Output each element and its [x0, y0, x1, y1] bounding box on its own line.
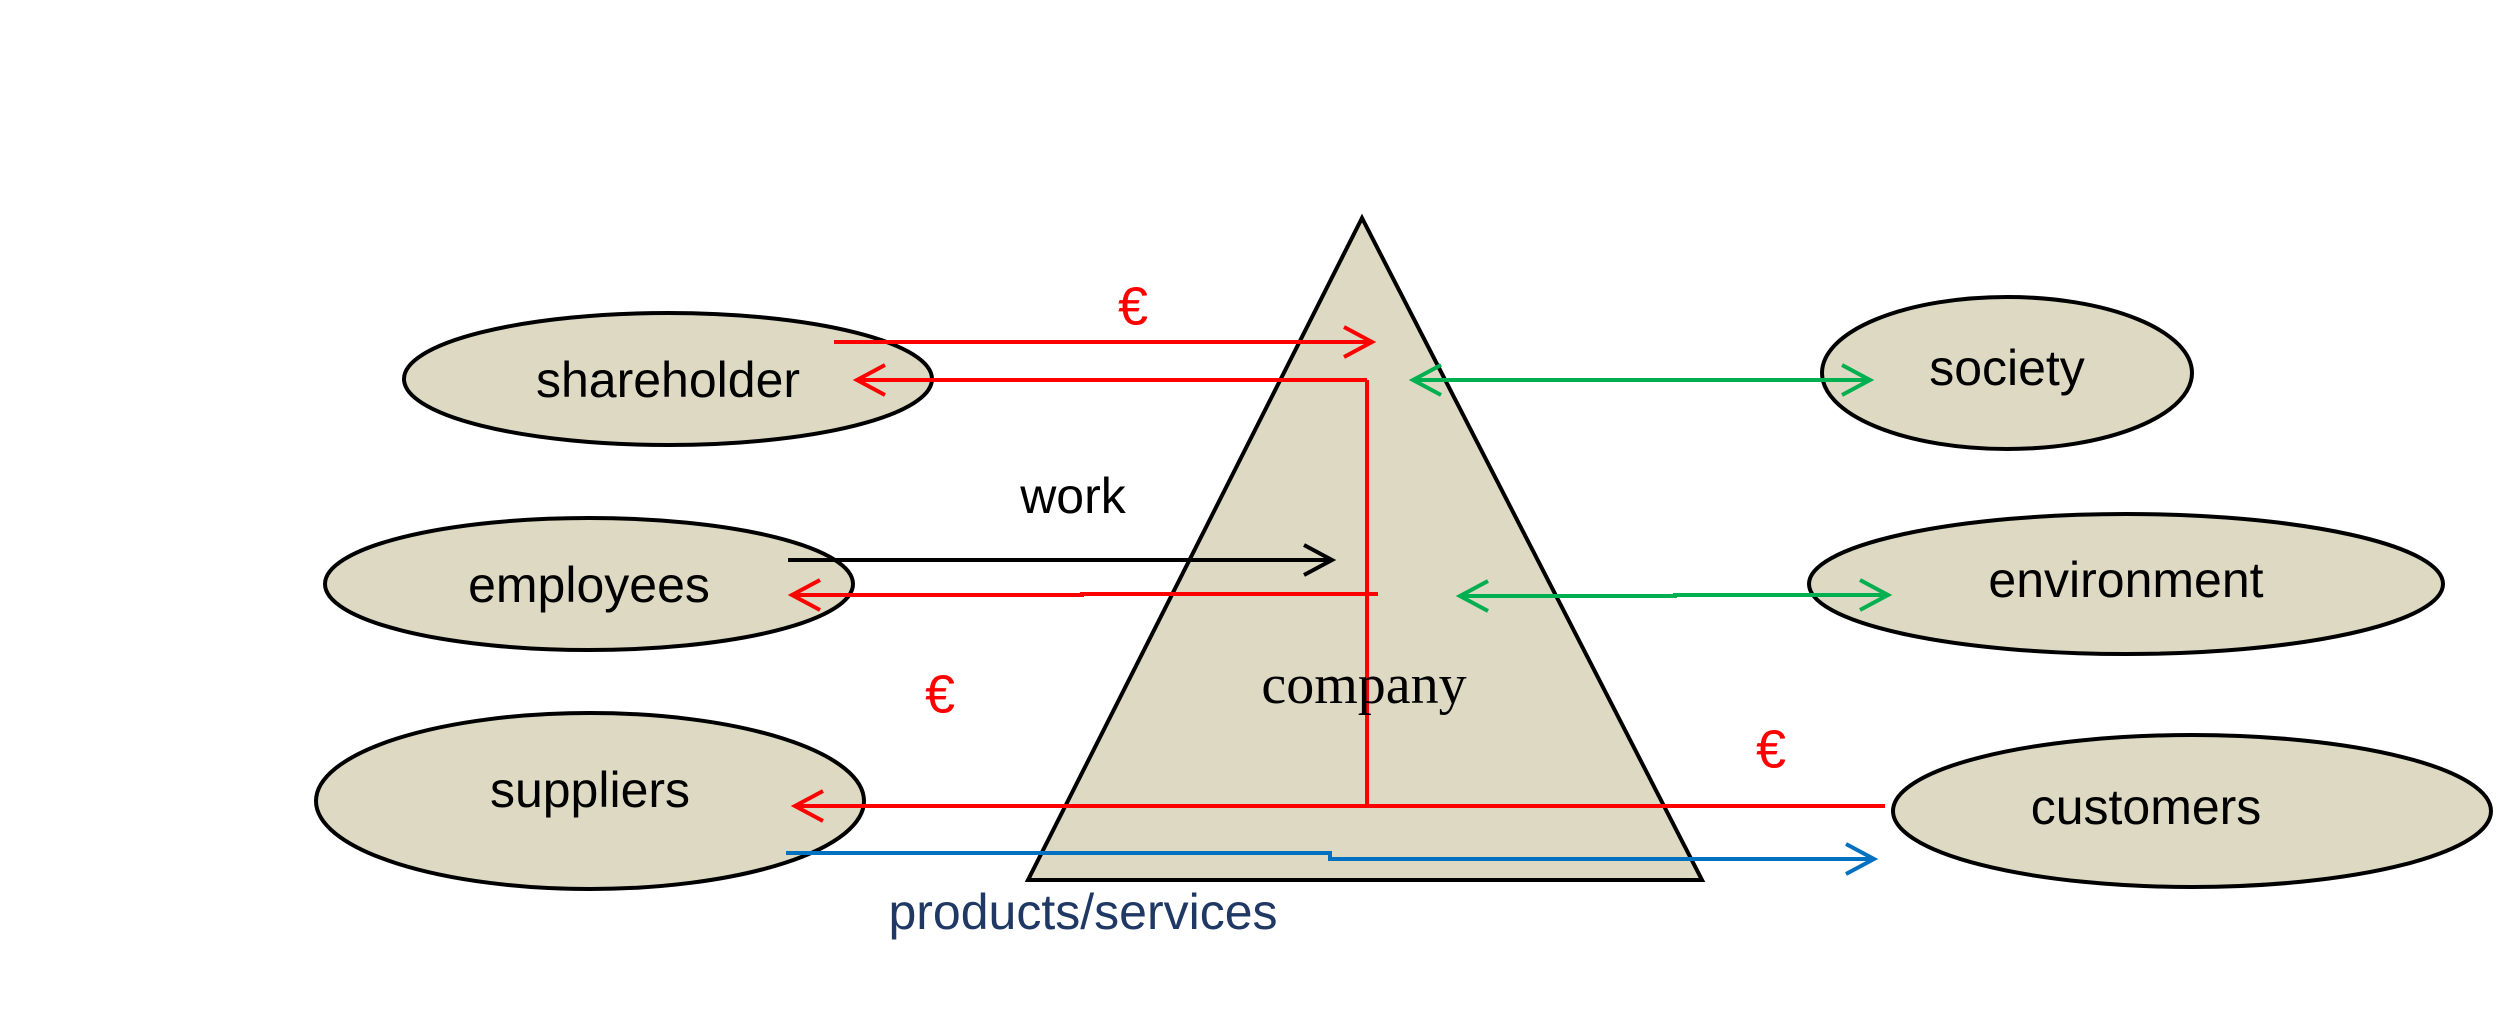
- company-environment-line: [1460, 593, 1888, 598]
- employees-node: [323, 516, 855, 652]
- products-services-label: products/services: [888, 884, 1277, 940]
- suppliers-node: [314, 711, 866, 891]
- company-environment-right-arrowhead: [1859, 578, 1893, 612]
- goods-flow: [786, 842, 1879, 876]
- company-society-left-arrowhead: [1408, 363, 1442, 397]
- exchange-flows: [1408, 363, 1893, 613]
- company-environment-left-arrowhead: [1455, 579, 1489, 613]
- customers-label: customers: [2031, 779, 2262, 835]
- euro-suppliers-label: €: [925, 664, 955, 724]
- shareholder-label: shareholder: [536, 352, 800, 408]
- suppliers-label: suppliers: [490, 762, 690, 818]
- company-to-employees-line: [792, 592, 1378, 597]
- company-to-shareholder-arrowhead: [852, 363, 886, 397]
- suppliers-to-customers-arrowhead: [1845, 842, 1879, 876]
- company-label: company: [1261, 654, 1466, 716]
- money-flows: [787, 325, 1885, 823]
- company-society-right-arrowhead: [1841, 363, 1875, 397]
- environment-label: environment: [1988, 552, 2263, 608]
- customers-node: [1891, 733, 2493, 889]
- employees-label: employees: [468, 557, 710, 613]
- society-label: society: [1929, 340, 2085, 396]
- work-label: work: [1019, 468, 1127, 524]
- euro-customers-label: €: [1756, 719, 1786, 779]
- work-flow: [788, 543, 1337, 577]
- customers-to-suppliers-arrowhead: [790, 789, 824, 823]
- suppliers-to-customers-line: [786, 851, 1874, 861]
- company-to-employees-arrowhead: [787, 578, 821, 612]
- society-node: [1820, 295, 2194, 451]
- shareholder-to-company-arrowhead: [1343, 325, 1377, 359]
- euro-shareholder-label: €: [1118, 276, 1148, 336]
- employees-to-company-arrowhead: [1303, 543, 1337, 577]
- environment-node: [1807, 512, 2445, 656]
